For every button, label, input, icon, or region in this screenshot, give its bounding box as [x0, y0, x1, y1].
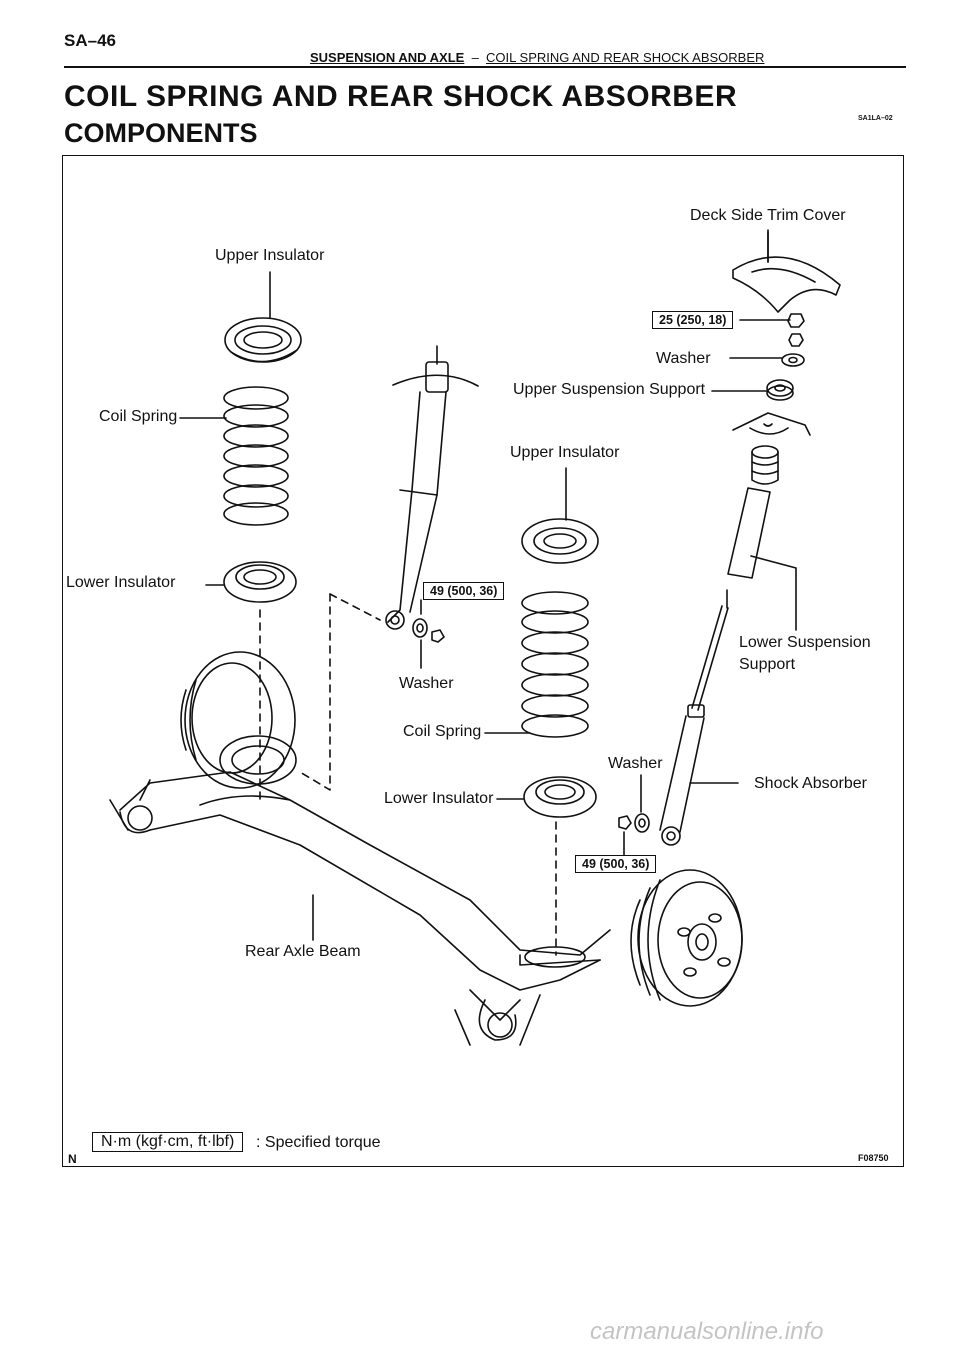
label-upper-insulator-left: Upper Insulator — [215, 247, 325, 264]
deck-side-trim-cover-drawing — [733, 230, 840, 312]
coil-spring-right-drawing — [522, 592, 588, 737]
legend-torque-meaning: : Specified torque — [256, 1134, 381, 1151]
coil-spring-left-drawing — [224, 387, 288, 525]
torque-shock-upper-mid: 49 (500, 36) — [423, 582, 505, 600]
label-lower-suspension-support-line2: Support — [739, 656, 796, 673]
washer-top-icon — [782, 354, 804, 366]
upper-insulator-right-drawing — [522, 519, 598, 563]
label-lower-insulator-right: Lower Insulator — [384, 790, 494, 807]
page-subtitle: COMPONENTS — [64, 118, 258, 148]
label-upper-suspension-support: Upper Suspension Support — [513, 381, 706, 398]
centerline-left — [260, 594, 380, 800]
label-lower-insulator-left: Lower Insulator — [66, 574, 176, 591]
upper-insulator-left-drawing — [225, 318, 301, 362]
section-title: SUSPENSION AND AXLE — [310, 50, 465, 65]
shock-absorber-left-drawing — [386, 346, 478, 629]
label-lower-suspension-support-line1: Lower Suspension — [739, 634, 871, 651]
legend-torque-unit: N·m (kgf·cm, ft·lbf) — [92, 1132, 244, 1152]
watermark: carmanualsonline.info — [590, 1318, 824, 1345]
page-number: SA–46 — [64, 31, 116, 50]
label-rear-axle-beam: Rear Axle Beam — [245, 943, 361, 960]
lower-insulator-left-drawing — [224, 562, 296, 602]
document-reference: SA1LA–02 — [858, 115, 893, 122]
corner-mark: N — [68, 1152, 77, 1166]
bump-stopper-drawing — [752, 446, 778, 484]
nut-icon — [788, 314, 804, 346]
label-shock-absorber: Shock Absorber — [754, 775, 867, 792]
dust-cover-drawing — [728, 488, 770, 578]
label-coil-spring-right: Coil Spring — [403, 723, 482, 740]
label-upper-insulator-right: Upper Insulator — [510, 444, 620, 461]
label-coil-spring-left: Coil Spring — [99, 408, 178, 425]
rear-axle-beam-drawing — [110, 652, 742, 1045]
label-washer-lower: Washer — [608, 755, 663, 772]
header-rule — [64, 66, 906, 68]
section-header: SUSPENSION AND AXLE – COIL SPRING AND RE… — [310, 50, 764, 65]
washer-lower-icon — [619, 814, 649, 832]
figure-id: F08750 — [858, 1153, 889, 1163]
subsection-title: COIL SPRING AND REAR SHOCK ABSORBER — [486, 50, 765, 65]
shock-absorber-right-drawing — [660, 590, 728, 845]
section-separator: – — [471, 50, 479, 65]
label-deck-side-trim-cover: Deck Side Trim Cover — [690, 207, 846, 224]
torque-upper-nut: 25 (250, 18) — [652, 311, 734, 329]
torque-shock-lower: 49 (500, 36) — [575, 855, 657, 873]
upper-support-bracket-drawing — [733, 413, 810, 435]
leader-lower-suspension-support — [751, 556, 796, 630]
washer-mid-icon — [413, 619, 444, 642]
illustration-frame — [62, 155, 904, 1167]
label-washer-top: Washer — [656, 350, 711, 367]
label-washer-mid: Washer — [399, 675, 454, 692]
page-title: COIL SPRING AND REAR SHOCK ABSORBER — [64, 80, 738, 113]
lower-insulator-right-drawing — [524, 777, 596, 817]
upper-suspension-support-drawing — [767, 380, 793, 400]
